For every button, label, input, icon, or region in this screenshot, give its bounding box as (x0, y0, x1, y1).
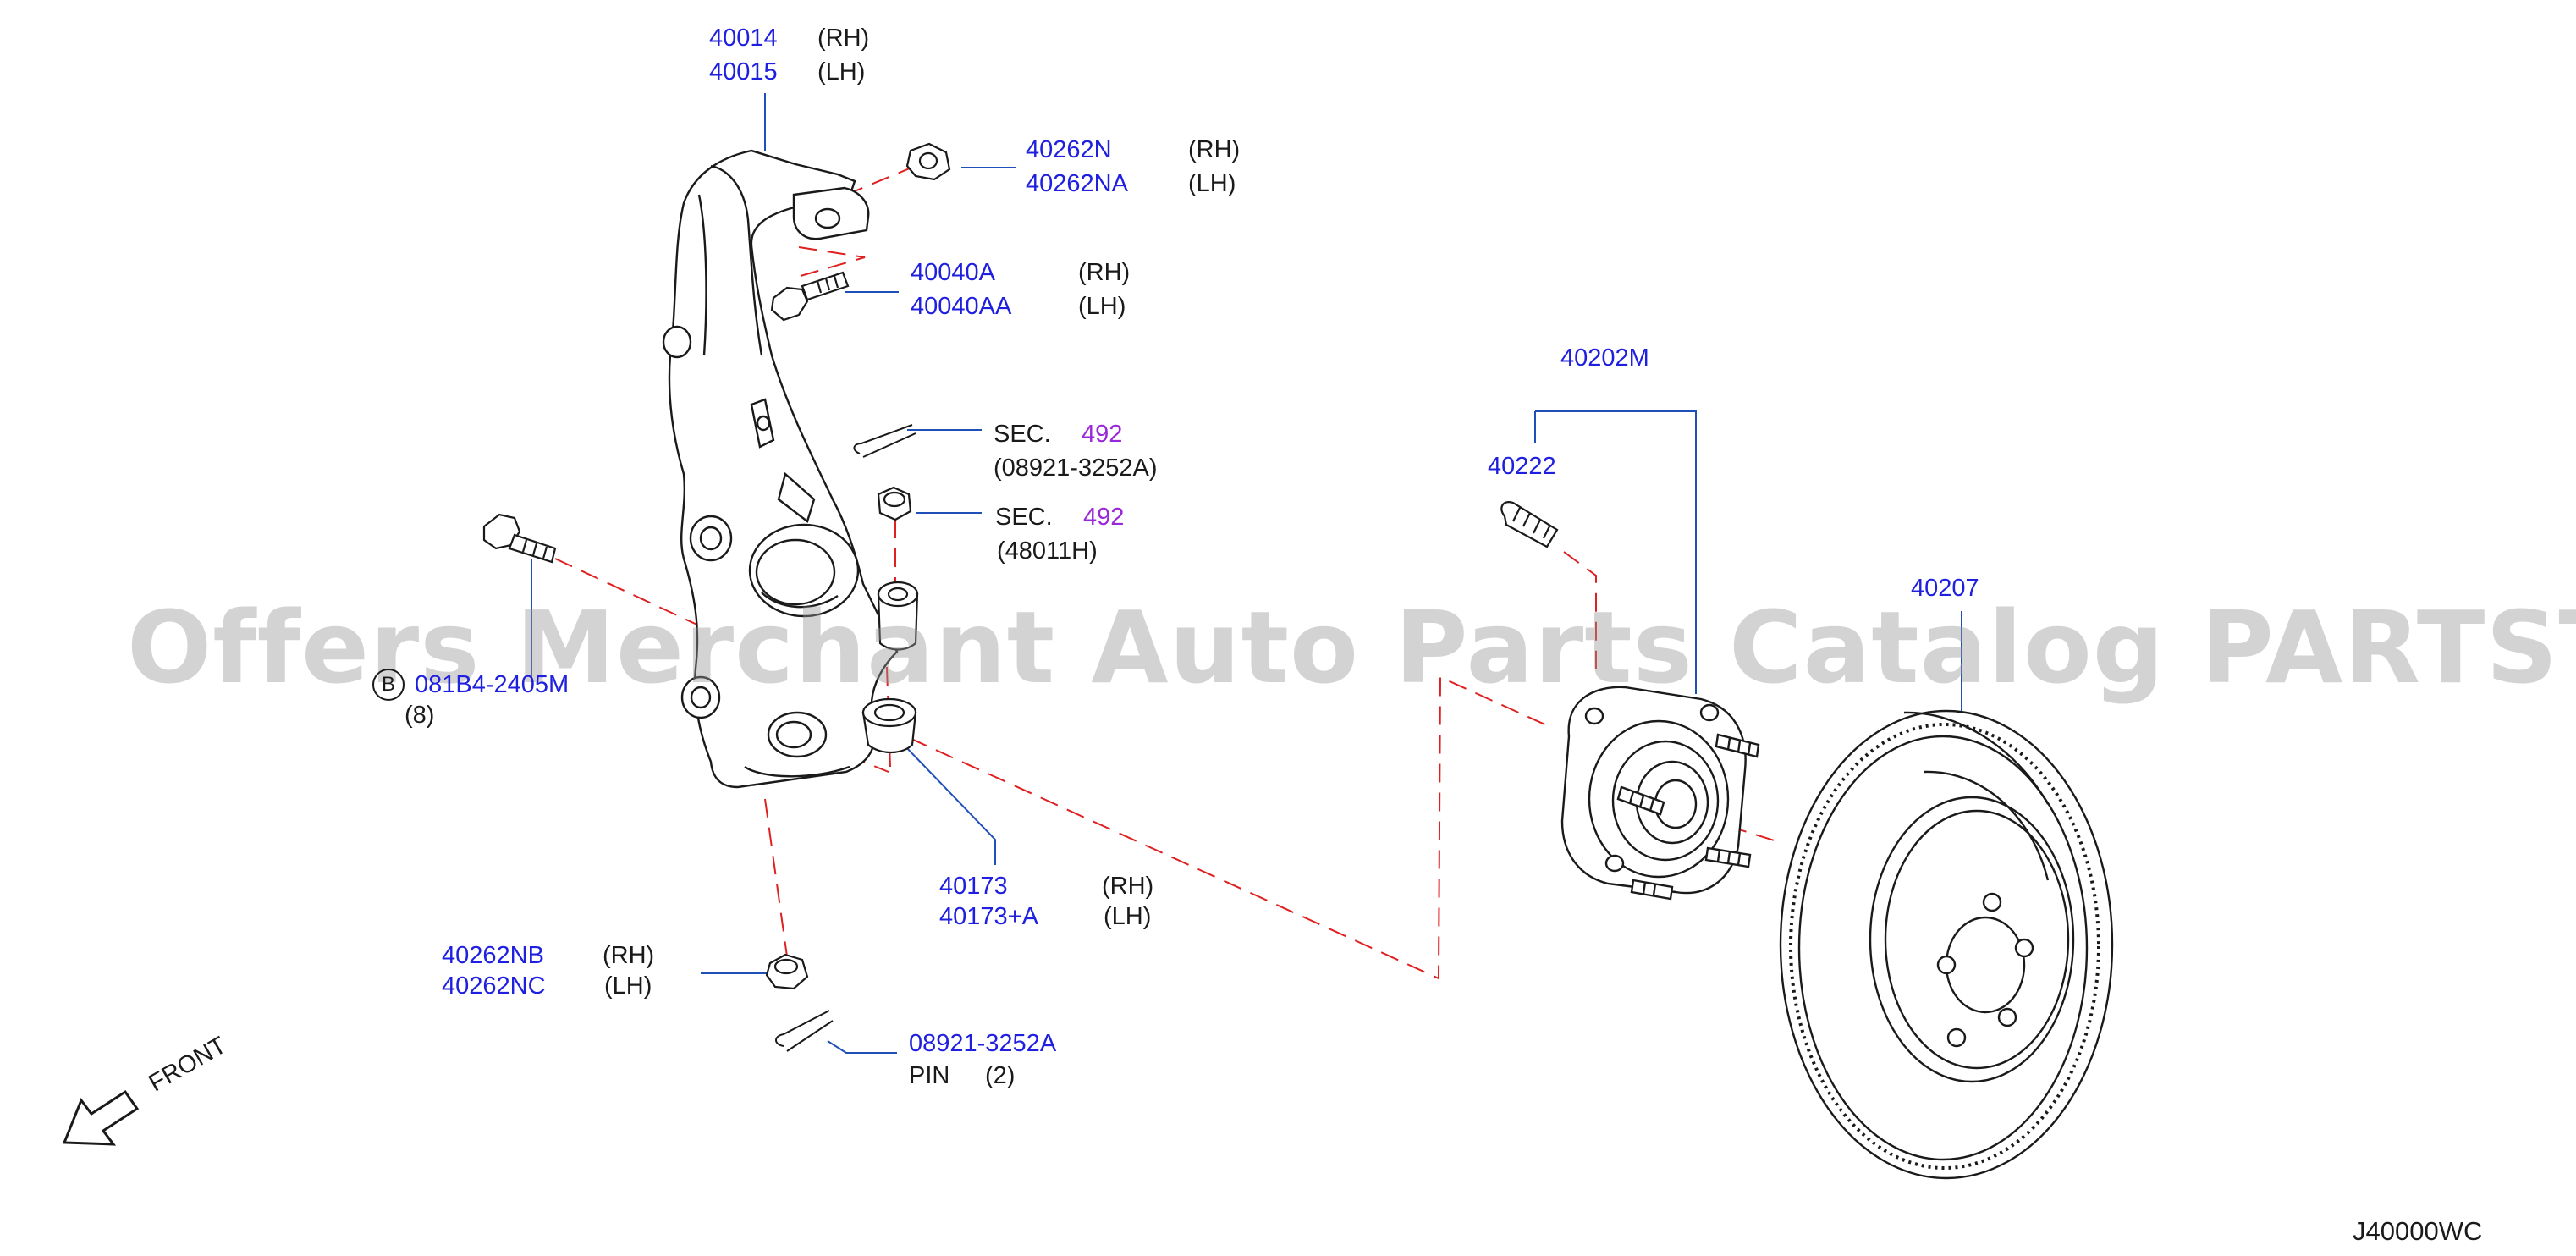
dash-knuckle-to-hub (883, 675, 1549, 980)
dash-upper-bolt (798, 246, 866, 277)
side-bolt (482, 513, 557, 564)
tie-rod-nut (877, 486, 912, 521)
name-lower-pin: PIN (909, 1062, 950, 1089)
side-lower-nut-lh: (LH) (604, 972, 652, 1000)
dash-lower-nut (764, 798, 788, 957)
front-arrow-icon (62, 1089, 140, 1146)
b-badge-icon: B (372, 669, 405, 701)
part-number-upper-bolt-lh[interactable]: 40040AA (911, 293, 1012, 320)
dash-bushing (886, 666, 891, 768)
leader-lower-pin (827, 1040, 897, 1054)
part-number-lower-pin[interactable]: 08921-3252A (909, 1030, 1057, 1057)
part-number-hub-bolt[interactable]: 40222 (1488, 453, 1556, 480)
sec-prefix-tie-rod-nut: SEC. (995, 504, 1053, 531)
cotter-pin-upper (853, 424, 916, 458)
side-knuckle-lh: (LH) (817, 58, 866, 85)
lower-cotter-pin (775, 1010, 834, 1052)
dash-hub-bolt (1563, 551, 1597, 677)
steering-knuckle (662, 149, 899, 789)
part-number-side-bolt[interactable]: 081B4-2405M (415, 671, 570, 698)
side-knuckle-rh: (RH) (817, 25, 870, 52)
part-number-upper-nut-rh[interactable]: 40262N (1026, 136, 1112, 163)
part-number-lower-nut-rh[interactable]: 40262NB (442, 942, 544, 969)
part-number-hub-assembly[interactable]: 40202M (1560, 344, 1649, 372)
part-number-bushing-lh[interactable]: 40173+A (939, 903, 1038, 930)
part-number-lower-nut-lh[interactable]: 40262NC (442, 972, 546, 1000)
part-number-bushing-rh[interactable]: 40173 (939, 873, 1008, 900)
qty-side-bolt: (8) (405, 702, 435, 729)
part-number-knuckle-rh[interactable]: 40014 (709, 25, 778, 52)
bushing-upper (877, 581, 919, 651)
hub-assembly (1560, 686, 1760, 901)
bushing-lower (861, 697, 917, 754)
sec-number-cotter-pin[interactable]: 492 (1082, 421, 1123, 448)
part-number-knuckle-lh[interactable]: 40015 (709, 58, 778, 85)
upper-nut (905, 142, 951, 181)
side-upper-bolt-lh: (LH) (1078, 293, 1126, 320)
lower-nut (765, 953, 809, 990)
side-bushing-lh: (LH) (1104, 903, 1152, 930)
leader-hub-assembly (1535, 410, 1697, 694)
sec-prefix-cotter-pin: SEC. (994, 421, 1051, 448)
side-upper-nut-rh: (RH) (1188, 136, 1241, 163)
sec-number-tie-rod-nut[interactable]: 492 (1083, 504, 1125, 531)
part-number-upper-bolt-rh[interactable]: 40040A (911, 259, 995, 286)
upper-bolt (770, 271, 850, 322)
diagram-code: J40000WC (2353, 1216, 2483, 1246)
side-upper-bolt-rh: (RH) (1078, 259, 1131, 286)
code-tie-rod-nut: (48011H) (997, 537, 1098, 565)
leader-bushing (903, 744, 996, 865)
side-lower-nut-rh: (RH) (603, 942, 655, 969)
code-cotter-pin: (08921-3252A) (994, 454, 1158, 482)
side-upper-nut-lh: (LH) (1188, 170, 1236, 197)
part-number-upper-nut-lh[interactable]: 40262NA (1026, 170, 1128, 197)
brake-rotor (1779, 709, 2114, 1180)
dash-upper-nut (845, 165, 916, 196)
side-bushing-rh: (RH) (1102, 873, 1154, 900)
hub-bolt (1500, 501, 1559, 548)
qty-lower-pin: (2) (985, 1062, 1016, 1089)
part-number-rotor[interactable]: 40207 (1911, 575, 1979, 602)
watermark-text: Offers Merchant Auto Parts Catalog PARTS… (127, 589, 2576, 706)
